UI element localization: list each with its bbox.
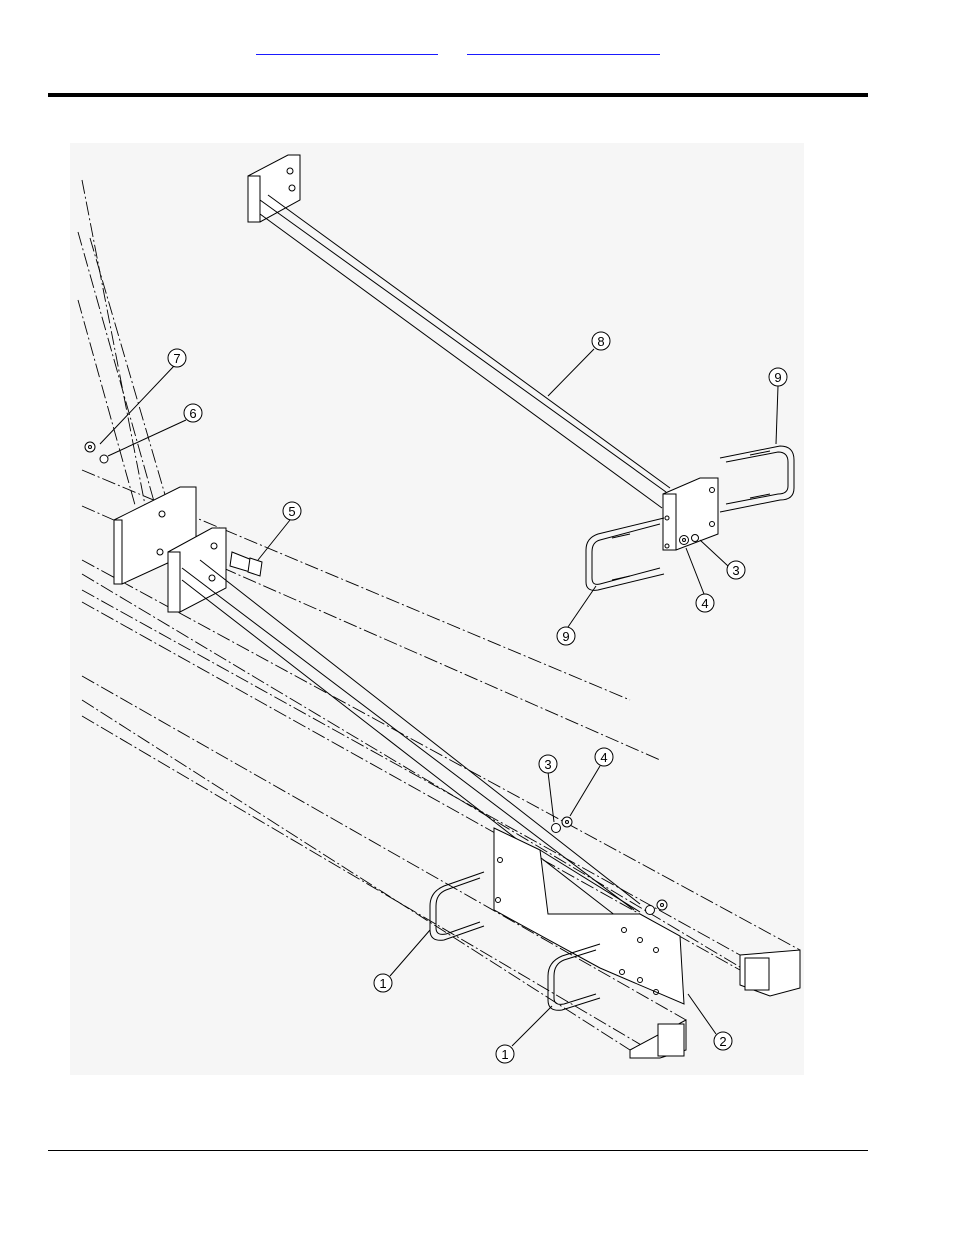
nut-washer-lower-a — [552, 817, 573, 833]
callout-6: 6 — [184, 404, 202, 422]
callout-3-lower-label: 3 — [544, 757, 551, 772]
callout-9-upper: 9 — [769, 368, 787, 386]
callout-5: 5 — [283, 502, 301, 520]
callout-4-lower-label: 4 — [600, 750, 607, 765]
callout-1-right-label: 1 — [501, 1047, 508, 1062]
callout-3-lower: 3 — [539, 755, 557, 773]
callouts: 7 6 5 8 9 9 4 3 3 4 1 1 2 — [100, 332, 787, 1063]
callout-2-label: 2 — [719, 1034, 726, 1049]
callout-9-upper-label: 9 — [774, 370, 781, 385]
u-bolt-upper-left — [586, 518, 664, 590]
callout-8: 8 — [592, 332, 610, 350]
callout-7: 7 — [168, 349, 186, 367]
upper-tube-assembly — [248, 155, 718, 550]
callout-1-right: 1 — [496, 1045, 514, 1063]
callout-8-label: 8 — [597, 334, 604, 349]
clamp-plate-part-2 — [494, 828, 684, 1004]
callout-3-upper: 3 — [727, 561, 745, 579]
callout-4-lower: 4 — [595, 748, 613, 766]
callout-2: 2 — [714, 1032, 732, 1050]
bottom-rule — [48, 1150, 868, 1151]
callout-1-left: 1 — [374, 974, 392, 992]
nut-washer-left — [85, 442, 108, 463]
phantom-frame-lines — [78, 180, 800, 1056]
rail-end-right — [740, 950, 800, 996]
callout-3-upper-label: 3 — [732, 563, 739, 578]
callout-4-upper: 4 — [696, 594, 714, 612]
callout-9-lower: 9 — [557, 627, 575, 645]
u-bolt-lower-1 — [430, 872, 484, 940]
callout-7-label: 7 — [173, 351, 180, 366]
callout-9-lower-label: 9 — [562, 629, 569, 644]
callout-4-upper-label: 4 — [701, 596, 708, 611]
bolt-part-5 — [230, 552, 262, 576]
callout-5-label: 5 — [288, 504, 295, 519]
callout-1-left-label: 1 — [379, 976, 386, 991]
diagonal-brace — [182, 560, 640, 916]
u-bolt-upper-right — [720, 446, 794, 512]
rail-end-front — [630, 1020, 686, 1058]
callout-6-label: 6 — [189, 406, 196, 421]
